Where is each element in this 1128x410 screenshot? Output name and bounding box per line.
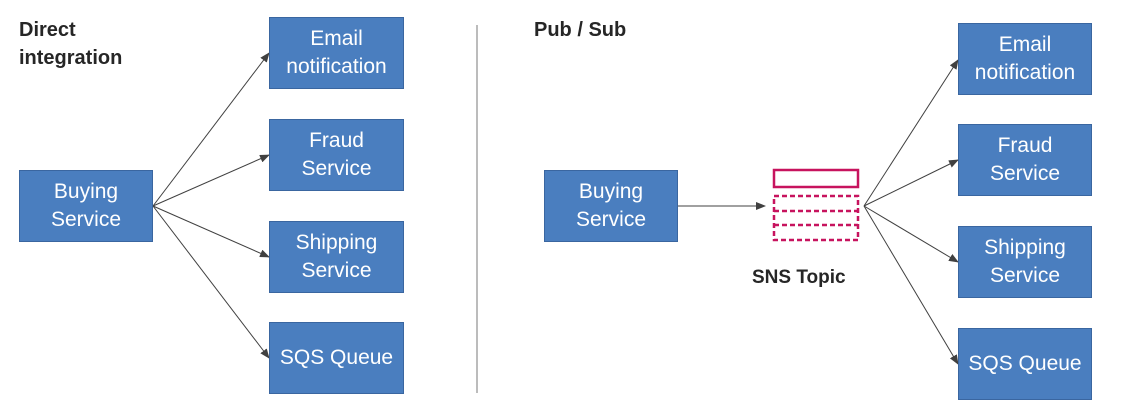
left-sqs-queue-box: SQS Queue xyxy=(269,322,404,394)
left-arrow-sqs xyxy=(152,205,270,359)
left-shipping-service-box: Shipping Service xyxy=(269,221,404,293)
right-buying-service-box: Buying Service xyxy=(544,170,678,242)
right-arrow-shipping xyxy=(863,205,959,263)
left-buying-service-box: Buying Service xyxy=(19,170,153,242)
left-email-notification-box: Email notification xyxy=(269,17,404,89)
left-arrows xyxy=(152,52,270,359)
left-heading: Direct integration xyxy=(19,19,123,69)
right-arrow-sqs xyxy=(863,205,959,365)
sns-topic-label: SNS Topic xyxy=(752,267,846,288)
sns-topic-icon xyxy=(772,168,860,242)
right-email-notification-box: Email notification xyxy=(958,23,1092,95)
right-arrow-email xyxy=(863,59,959,207)
right-shipping-service-box: Shipping Service xyxy=(958,226,1092,298)
right-heading: Pub / Sub xyxy=(534,19,627,41)
right-arrow-fraud xyxy=(863,159,959,207)
left-arrow-email xyxy=(152,52,270,207)
left-arrow-shipping xyxy=(152,205,270,258)
right-arrows xyxy=(678,59,959,365)
left-fraud-service-box: Fraud Service xyxy=(269,119,404,191)
right-sqs-queue-box: SQS Queue xyxy=(958,328,1092,400)
right-fraud-service-box: Fraud Service xyxy=(958,124,1092,196)
left-arrow-fraud xyxy=(152,154,270,207)
